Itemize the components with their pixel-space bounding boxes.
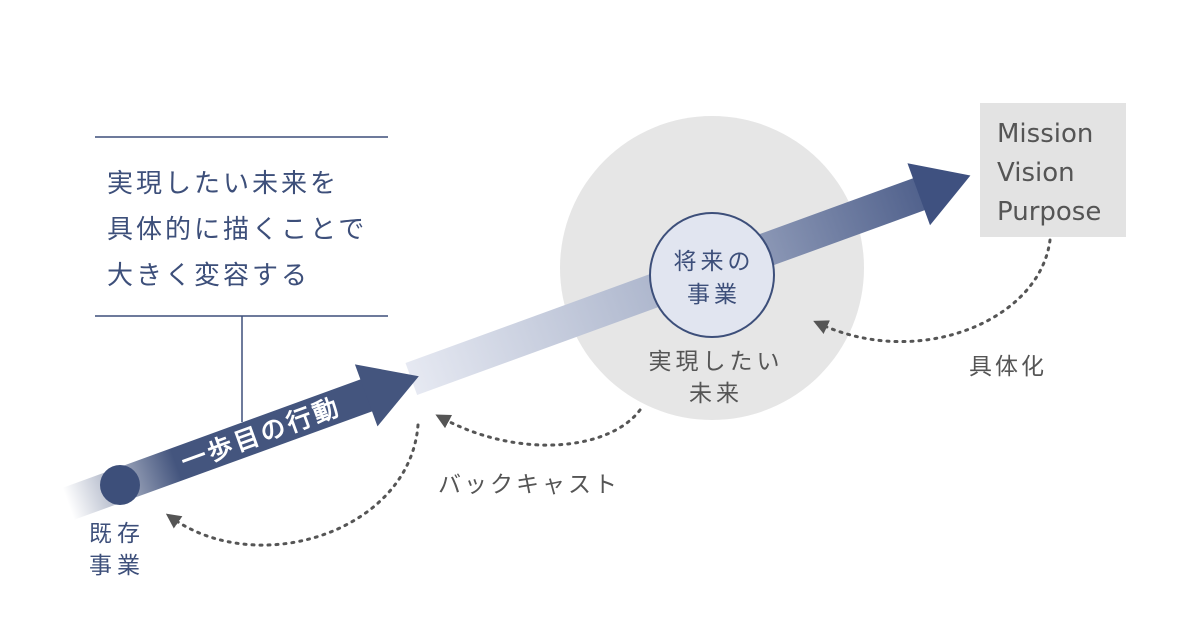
desired-future-line2: 未来 [689,381,743,407]
first-step-label: 一歩目の行動 [177,392,345,477]
concretize-arc [813,238,1052,344]
intro-line1: 実現したい未来を [107,169,339,199]
mvp-purpose: Purpose [997,197,1101,227]
backcast-arc-lower [165,423,420,547]
backcast-arc-upper [435,408,642,447]
desired-future-line1: 実現したい [649,349,784,375]
backcast-label: バックキャスト [438,472,620,498]
intro-line3: 大きく変容する [107,261,310,291]
existing-business-dot [100,465,140,505]
first-step-arrow-head [354,364,419,427]
future-business-line1: 将来の [674,249,755,275]
intro-line2: 具体的に描くことで [107,215,367,245]
mvp-box [980,103,1126,237]
existing-business-line1: 既存 [89,521,145,547]
future-business-circle [649,212,775,338]
mvp-vision: Vision [997,158,1075,188]
mvp-mission: Mission [997,119,1093,149]
future-arrow-head [907,163,971,226]
first-step-arrow-band [62,378,375,520]
future-business-line2: 事業 [687,282,741,308]
concretize-label: 具体化 [969,354,1047,380]
existing-business-line2: 事業 [89,553,145,579]
